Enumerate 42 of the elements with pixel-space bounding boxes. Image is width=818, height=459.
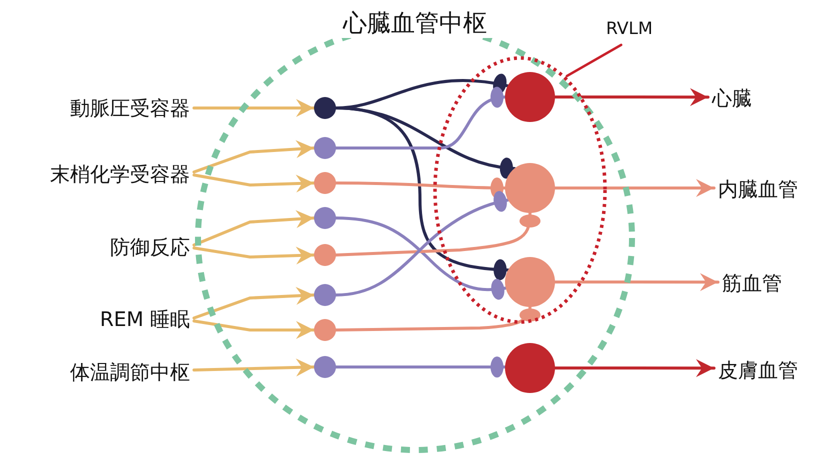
arrow — [192, 140, 316, 174]
arrow — [192, 320, 316, 339]
synapse-connection — [334, 212, 540, 256]
input-neuron-circle — [314, 97, 336, 119]
input-neuron-circle — [314, 284, 336, 306]
input-neuron-circle — [314, 319, 336, 341]
arrow — [554, 359, 716, 378]
synapse-connection — [334, 356, 506, 378]
synapse-connection — [334, 88, 506, 150]
arrow — [554, 179, 716, 197]
neuron-circle — [505, 72, 555, 122]
input-neuron-circle — [314, 244, 336, 266]
arrow — [192, 358, 316, 376]
synapse-connection — [334, 177, 506, 198]
synapse-connection — [334, 216, 508, 300]
neuron-circle — [505, 343, 555, 393]
synapse-connection — [334, 306, 540, 332]
output-label: 皮膚血管 — [718, 356, 818, 384]
arrow — [554, 273, 720, 292]
arrow — [192, 210, 316, 246]
output-label: 内臓血管 — [718, 175, 818, 203]
input-neuron-circle — [314, 356, 336, 378]
input-label: 防御反応 — [10, 233, 190, 261]
arrow — [554, 88, 710, 106]
input-label: 体温調節中枢 — [10, 358, 190, 386]
arrow — [192, 246, 316, 265]
dotted-region-outline — [432, 55, 608, 325]
input-label: REM 睡眠 — [10, 305, 190, 333]
input-neuron-circle — [314, 137, 336, 159]
synapse-connection — [334, 106, 510, 280]
output-label: 心臓 — [712, 84, 792, 112]
input-neuron-circle — [314, 207, 336, 229]
synapse-connection — [334, 191, 510, 296]
arrow — [192, 174, 316, 193]
output-label: 筋血管 — [722, 269, 812, 297]
arrow — [192, 99, 316, 117]
region-label: RVLM — [606, 16, 666, 42]
arrow — [192, 286, 316, 320]
leader-line — [566, 44, 622, 78]
input-label: 末梢化学受容器 — [10, 160, 190, 188]
input-neuron-circle — [314, 172, 336, 194]
input-label: 動脈圧受容器 — [10, 94, 190, 122]
